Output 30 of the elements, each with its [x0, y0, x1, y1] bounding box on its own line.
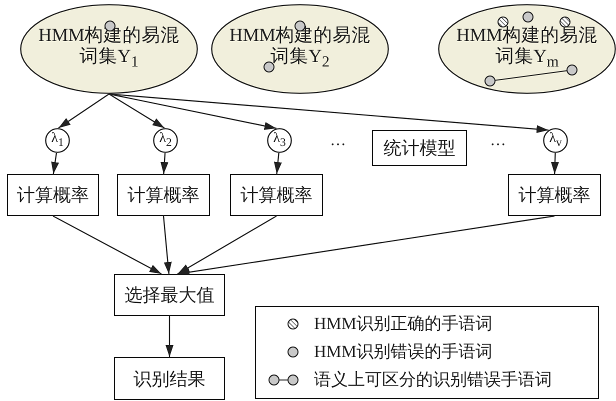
model-circle: λ$_{1}$: [45, 128, 70, 153]
ellipsis-text: …: [489, 131, 507, 151]
process-box: 统计模型: [372, 130, 467, 166]
legend-text: HMM识别错误的手语词: [314, 341, 493, 363]
arrow: [550, 152, 559, 174]
model-circle: λ$_{v}$: [543, 128, 568, 153]
arrow: [52, 215, 162, 275]
model-circle: λ$_{2}$: [153, 128, 178, 153]
arrow: [108, 93, 549, 134]
arrow: [166, 316, 174, 357]
model-circle: λ$_{3}$: [267, 128, 292, 153]
legend-text: HMM识别正确的手语词: [314, 313, 493, 335]
legend-text: 语义上可区分的识别错误手语词: [314, 369, 552, 391]
process-box: 计算概率: [230, 174, 323, 216]
arrow: [160, 152, 168, 174]
arrow: [108, 93, 165, 129]
process-box: 计算概率: [508, 174, 601, 216]
arrow: [108, 93, 277, 130]
arrow: [162, 216, 172, 274]
process-box: 计算概率: [7, 174, 99, 216]
arrow: [274, 152, 282, 174]
process-box: 计算概率: [117, 174, 210, 216]
ellipsis-text: …: [329, 131, 347, 151]
arrow: [177, 215, 555, 276]
arrow: [58, 94, 110, 129]
process-box: 识别结果: [114, 357, 225, 400]
process-box: 选择最大值: [114, 274, 225, 316]
word-set-ellipse: HMM构建的易混词集Y$_{m}$: [438, 4, 616, 94]
arrow: [51, 152, 60, 174]
arrow: [177, 215, 277, 275]
